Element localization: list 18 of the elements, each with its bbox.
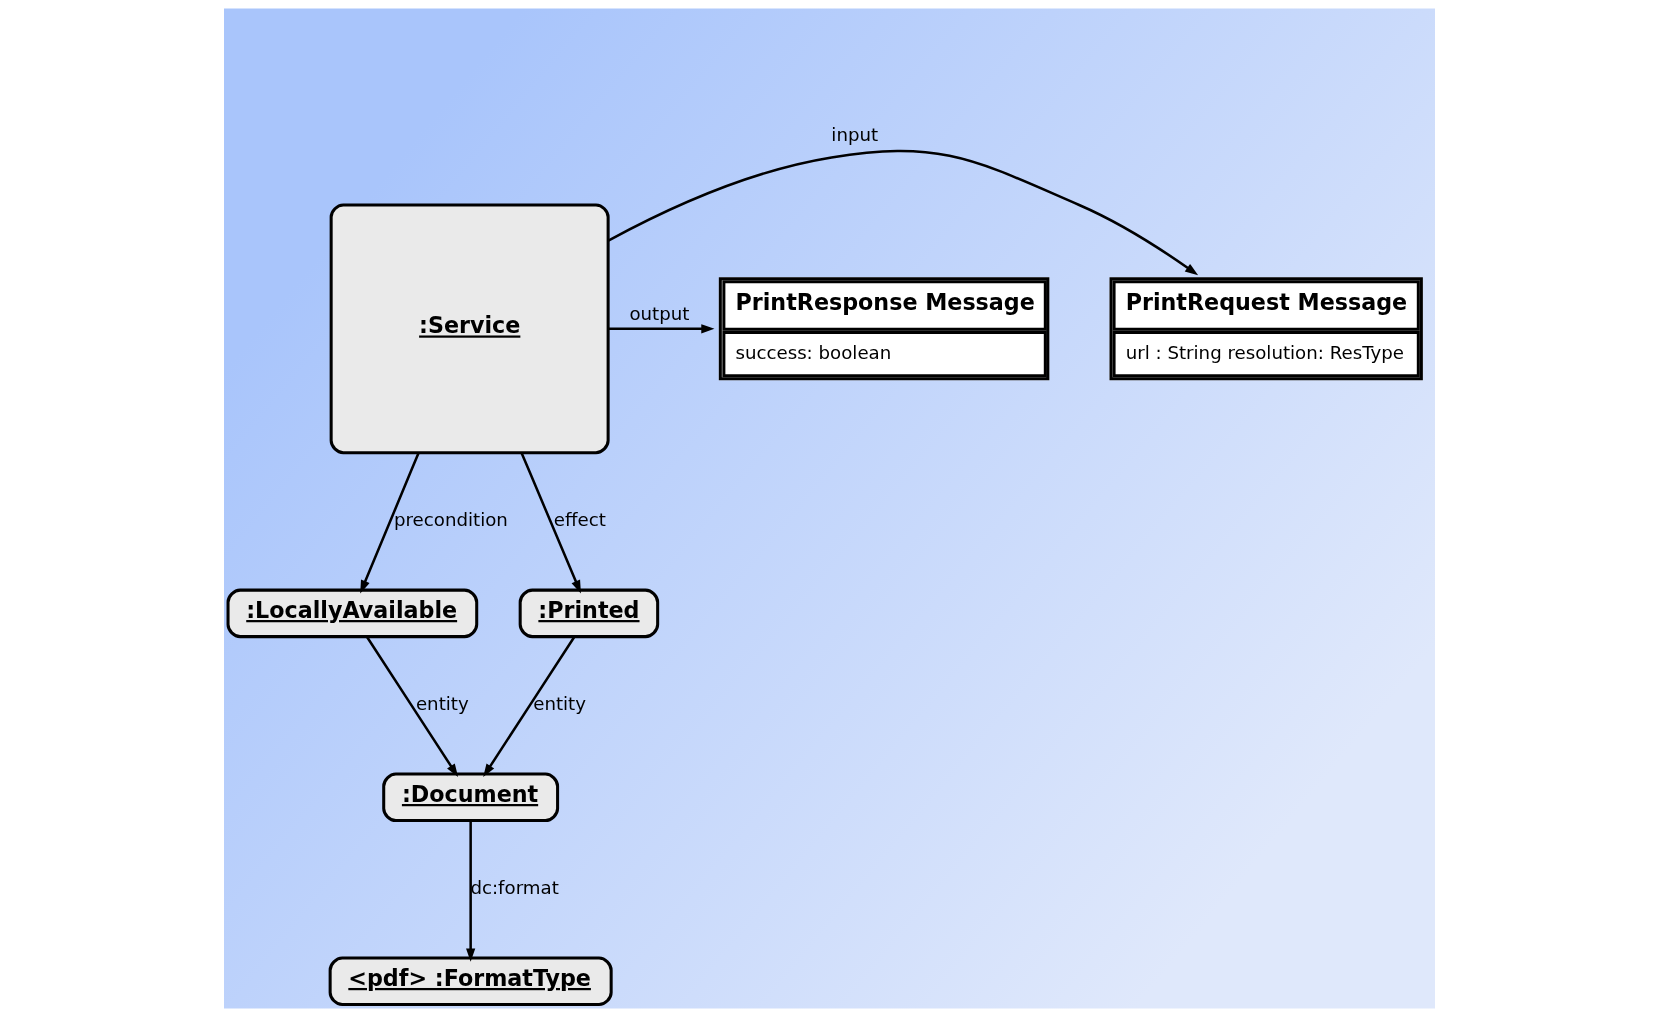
node-box: :Printed	[518, 588, 660, 639]
arrow	[608, 324, 715, 334]
edge-label: entity	[533, 692, 586, 714]
arrow	[360, 452, 420, 594]
arrow	[520, 452, 581, 594]
edge-label: entity	[415, 692, 469, 714]
arrow	[466, 820, 476, 962]
edge-label: precondition	[393, 508, 508, 530]
arrow	[607, 149, 1199, 276]
edge-label: input	[831, 123, 879, 145]
edge-label: output	[629, 303, 690, 325]
node-box: <pdf> :FormatType	[328, 956, 613, 1007]
node-box: :Document	[382, 772, 560, 823]
edge-label: effect	[553, 508, 606, 530]
node-box: :Service	[329, 203, 610, 455]
arrow	[483, 636, 576, 778]
arrow	[365, 636, 459, 778]
node-box: :LocallyAvailable	[226, 588, 479, 639]
